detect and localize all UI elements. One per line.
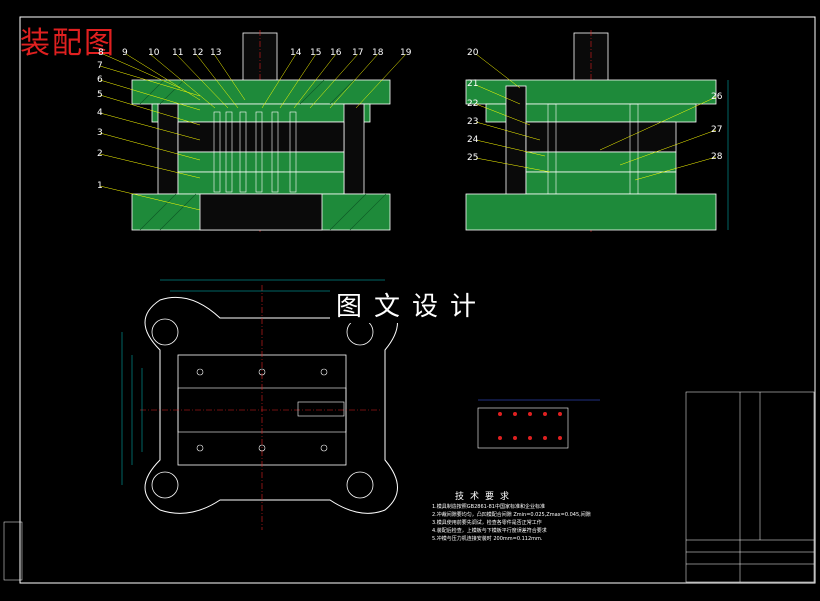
- part-number: 15: [310, 48, 322, 58]
- part-number: 1: [97, 181, 103, 191]
- tech-requirements-list: 1.模具制造按照GB2861-81中国家标准和企业标准 2.冲裁间隙要均匀，凸凹…: [432, 503, 672, 543]
- part-number: 8: [98, 48, 104, 58]
- drawing-border: [19, 16, 816, 584]
- strip-layout: [477, 399, 600, 449]
- part-number: 3: [97, 128, 103, 138]
- part-number: 23: [467, 117, 479, 127]
- part-number: 14: [290, 48, 302, 58]
- part-number: 2: [97, 149, 103, 159]
- part-number: 9: [122, 48, 128, 58]
- drawing-title: 装配图: [20, 26, 116, 61]
- part-number: 16: [330, 48, 342, 58]
- part-number: 24: [467, 135, 479, 145]
- part-number: 28: [711, 152, 723, 162]
- part-number: 6: [97, 75, 103, 85]
- part-number: 25: [467, 153, 479, 163]
- tech-requirement-item: 4.装配后检查，上模板与下模板平行度误差符合要求: [432, 528, 547, 534]
- part-number: 19: [400, 48, 412, 58]
- part-number: 27: [711, 125, 723, 135]
- tech-requirement-item: 2.冲裁间隙要均匀，凸凹模配合间隙 Zmin=0.025,Zmax=0.045,…: [432, 512, 591, 518]
- part-number: 4: [97, 108, 103, 118]
- part-number: 11: [172, 48, 184, 58]
- part-number: 10: [148, 48, 160, 58]
- part-number: 18: [372, 48, 384, 58]
- part-number: 12: [192, 48, 204, 58]
- part-number: 13: [210, 48, 222, 58]
- tech-requirement-item: 5.冲模与压力机连接安装时 200mm=0.112mm.: [432, 536, 543, 542]
- tech-requirement-item: 1.模具制造按照GB2861-81中国家标准和企业标准: [432, 504, 545, 510]
- tech-requirements-heading: 技术要求: [455, 492, 516, 502]
- part-number: 7: [97, 61, 103, 71]
- part-number: 17: [352, 48, 364, 58]
- title-block: [685, 391, 815, 583]
- watermark-text: 图文设计: [330, 286, 495, 323]
- revision-block: [3, 521, 23, 581]
- tech-requirement-item: 3.模具使用前要先调试，检查各零件是否正常工作: [432, 520, 542, 526]
- part-number: 26: [711, 92, 723, 102]
- part-number: 22: [467, 99, 479, 109]
- front-section-view: [99, 30, 407, 232]
- part-number: 21: [467, 79, 479, 89]
- side-section-view: [465, 30, 729, 232]
- part-number: 5: [97, 90, 103, 100]
- part-number: 20: [467, 48, 479, 58]
